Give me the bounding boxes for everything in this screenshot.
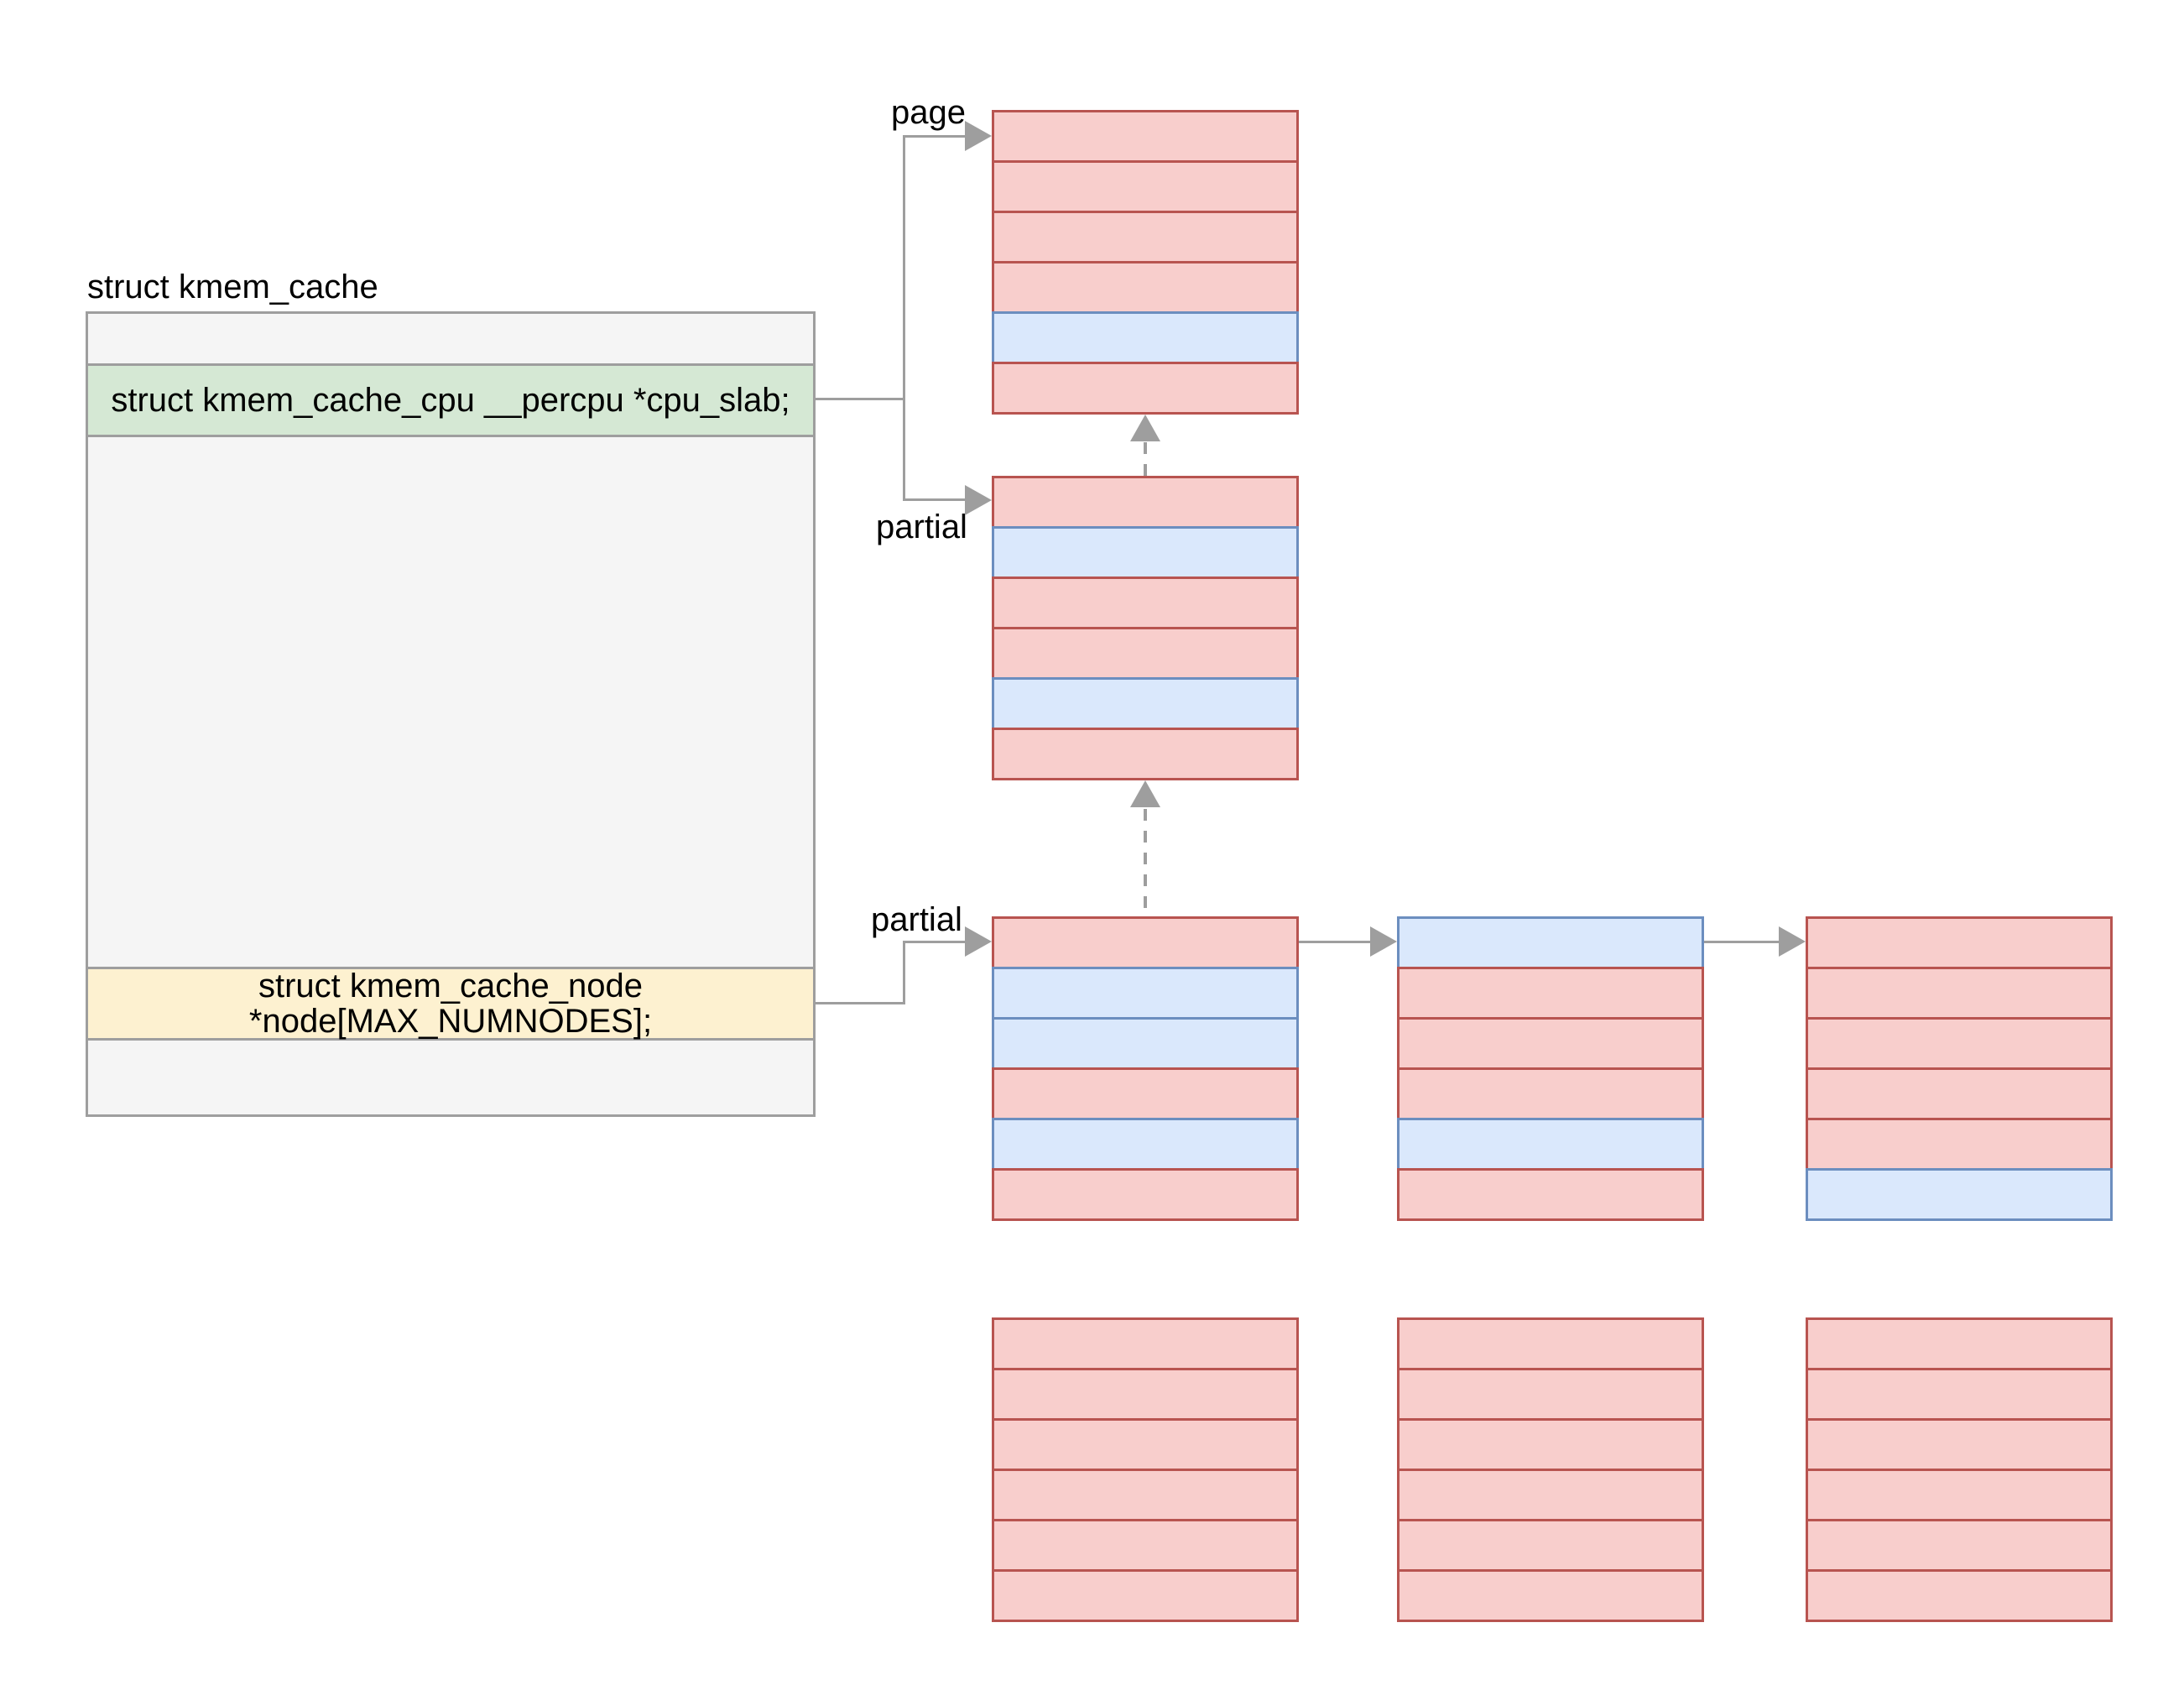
cpu-slab-field: struct kmem_cache_cpu __percpu *cpu_slab… bbox=[86, 363, 816, 437]
slab-object-row-red bbox=[992, 627, 1299, 680]
slab-object-row-red bbox=[1806, 967, 2113, 1020]
kmem-cache-title: struct kmem_cache bbox=[87, 269, 378, 305]
cpu-slab-branch-line bbox=[903, 135, 905, 501]
slab-object-row-red bbox=[1397, 1317, 1704, 1370]
slab-object-row-blue bbox=[992, 967, 1299, 1020]
node-branch-line bbox=[903, 941, 905, 1004]
slab-object-row-red bbox=[1806, 1368, 2113, 1421]
slab-object-row-red bbox=[992, 261, 1299, 314]
slab-object-row-blue bbox=[1397, 916, 1704, 969]
slab-object-row-red bbox=[1806, 1317, 2113, 1370]
slab-object-row-blue bbox=[1397, 1118, 1704, 1171]
slab-object-row-red bbox=[992, 1067, 1299, 1120]
partial-bottom-arrowhead-icon bbox=[965, 926, 992, 957]
slab-object-row-red bbox=[992, 576, 1299, 629]
slab-object-row-red bbox=[1806, 1418, 2113, 1471]
slab-object-row-blue bbox=[992, 1118, 1299, 1171]
slab-object-row-red bbox=[992, 362, 1299, 415]
cpu-slab-connector-line bbox=[814, 398, 904, 400]
partial-chain-line-1 bbox=[1299, 941, 1373, 943]
slab-object-row-blue bbox=[992, 677, 1299, 730]
free-slab-stack-2 bbox=[1397, 1317, 1704, 1622]
page-arrow-line bbox=[903, 135, 967, 138]
slab-object-row-blue bbox=[992, 1017, 1299, 1070]
cpu-partial-slab-stack bbox=[992, 476, 1299, 780]
node-connector-line bbox=[814, 1002, 904, 1004]
slab-object-row-blue bbox=[992, 526, 1299, 579]
slab-object-row-red bbox=[992, 728, 1299, 780]
slab-object-row-red bbox=[992, 1368, 1299, 1421]
slab-object-row-red bbox=[1397, 1067, 1704, 1120]
node-partial-slab-stack-3 bbox=[1806, 916, 2113, 1221]
dashed-up-arrowhead-2-icon bbox=[1130, 780, 1160, 807]
node-array-field: struct kmem_cache_node *node[MAX_NUMNODE… bbox=[86, 967, 816, 1041]
slab-object-row-red bbox=[1806, 1067, 2113, 1120]
dashed-up-line-1 bbox=[1144, 442, 1147, 477]
partial-bottom-arrow-label: partial bbox=[871, 901, 962, 938]
slab-object-row-red bbox=[992, 1519, 1299, 1572]
page-arrow-label: page bbox=[891, 94, 966, 131]
slab-object-row-red bbox=[1806, 1017, 2113, 1070]
slab-object-row-blue bbox=[992, 311, 1299, 364]
free-slab-stack-1 bbox=[992, 1317, 1299, 1622]
slab-object-row-red bbox=[992, 476, 1299, 529]
partial-chain-line-2 bbox=[1704, 941, 1780, 943]
partial-top-arrow-label: partial bbox=[876, 509, 967, 545]
cpu-slab-field-text: struct kmem_cache_cpu __percpu *cpu_slab… bbox=[111, 382, 790, 419]
slab-object-row-red bbox=[992, 916, 1299, 969]
slab-object-row-red bbox=[992, 160, 1299, 213]
slab-object-row-red bbox=[992, 1469, 1299, 1521]
slab-object-row-red bbox=[992, 211, 1299, 263]
dashed-up-line-2 bbox=[1144, 809, 1147, 916]
slab-object-row-red bbox=[1806, 1118, 2113, 1171]
slab-object-row-red bbox=[992, 1168, 1299, 1221]
slab-object-row-red bbox=[1397, 1469, 1704, 1521]
slab-object-row-red bbox=[1397, 1168, 1704, 1221]
page-slab-stack bbox=[992, 110, 1299, 415]
slab-object-row-red bbox=[1397, 1519, 1704, 1572]
slab-object-row-red bbox=[1806, 916, 2113, 969]
partial-chain-arrowhead-1-icon bbox=[1370, 926, 1397, 957]
slab-object-row-red bbox=[1397, 1569, 1704, 1622]
partial-top-arrow-line bbox=[903, 498, 967, 501]
slab-object-row-red bbox=[1806, 1469, 2113, 1521]
slab-object-row-red bbox=[1397, 1017, 1704, 1070]
slab-object-row-red bbox=[1806, 1519, 2113, 1572]
slab-object-row-red bbox=[1397, 1418, 1704, 1471]
partial-top-arrowhead-icon bbox=[965, 485, 992, 515]
partial-bottom-arrow-line bbox=[903, 941, 967, 943]
slab-object-row-red bbox=[1397, 1368, 1704, 1421]
slab-object-row-red bbox=[992, 1569, 1299, 1622]
slab-object-row-red bbox=[992, 1317, 1299, 1370]
partial-chain-arrowhead-2-icon bbox=[1779, 926, 1806, 957]
node-partial-slab-stack-2 bbox=[1397, 916, 1704, 1221]
slab-object-row-blue bbox=[1806, 1168, 2113, 1221]
node-array-field-line1: struct kmem_cache_node bbox=[258, 968, 643, 1004]
free-slab-stack-3 bbox=[1806, 1317, 2113, 1622]
node-array-field-line2: *node[MAX_NUMNODES]; bbox=[248, 1003, 653, 1040]
slab-object-row-red bbox=[992, 1418, 1299, 1471]
slab-object-row-red bbox=[1806, 1569, 2113, 1622]
node-partial-slab-stack-1 bbox=[992, 916, 1299, 1221]
slab-object-row-red bbox=[1397, 967, 1704, 1020]
slab-object-row-red bbox=[992, 110, 1299, 163]
page-arrowhead-icon bbox=[965, 121, 992, 151]
dashed-up-arrowhead-1-icon bbox=[1130, 415, 1160, 441]
